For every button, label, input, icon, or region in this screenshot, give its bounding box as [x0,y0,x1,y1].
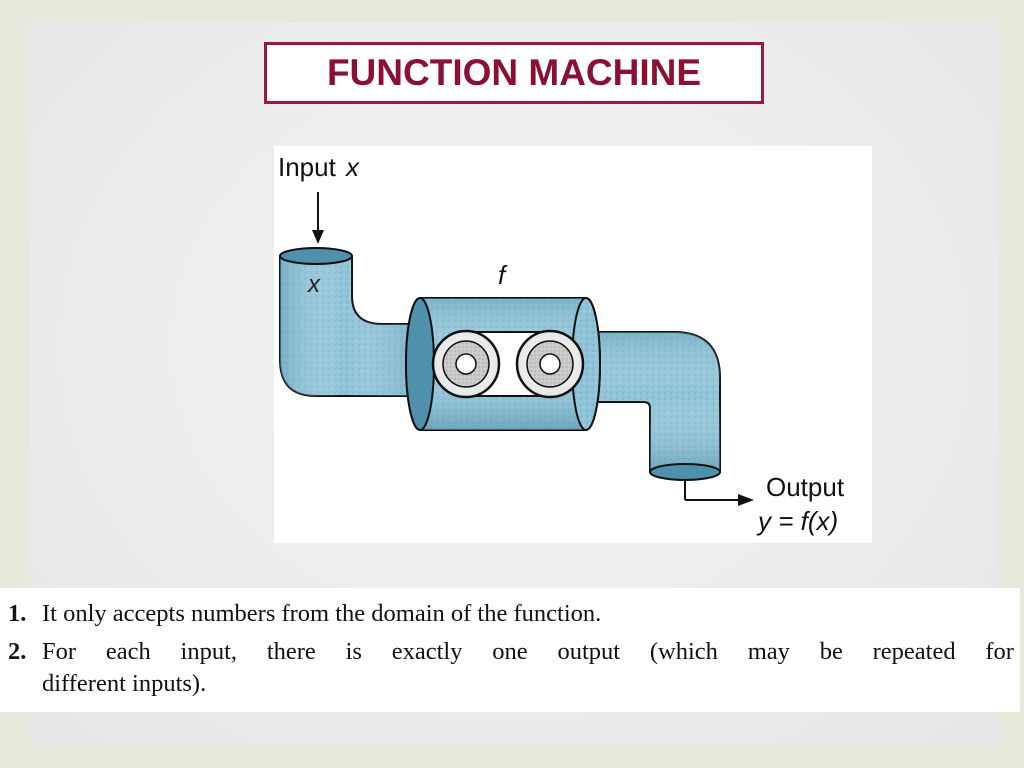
slide-title: FUNCTION MACHINE [326,52,702,93]
note-text: It only accepts numbers from the domain … [42,600,602,627]
note-word: repeated [872,638,956,665]
function-label: f [498,260,508,290]
output-formula: y = f(x) [756,506,838,536]
function-machine-diagram: Input x x [274,146,872,543]
function-machine-svg: Input x x [278,152,845,536]
right-wheel-icon [515,329,585,399]
note-word: exactly [391,638,463,665]
note-word: output [557,638,621,665]
note-word: one [492,638,528,665]
note-word: For [42,638,77,665]
note-word: there [266,638,316,665]
title-box: FUNCTION MACHINE [264,42,764,104]
note-word: for [985,638,1014,665]
output-arrow-icon [684,480,754,506]
outlet-pipe [573,331,721,481]
left-wheel-icon [431,329,501,399]
input-label: Input [278,152,337,182]
inlet-variable: x [307,271,321,298]
notes-panel: 1. It only accepts numbers from the doma… [0,588,1020,712]
note-number: 2. [8,638,27,665]
note-text-line: different inputs). [42,670,207,697]
note-word: may [747,638,790,665]
note-word: is [345,638,362,665]
input-variable: x [344,152,360,182]
note-text-line: For each input, there is exactly one output (whi… [42,636,1014,668]
note-word: each [105,638,151,665]
note-number: 1. [8,600,27,627]
note-word: be [819,638,843,665]
note-item: 1. It only accepts numbers from the doma… [0,598,1014,632]
note-text: For each input, there is exactly one output (whi… [42,636,1014,700]
note-word: input, [180,638,238,665]
inlet-pipe [279,247,425,397]
output-label: Output [766,472,845,502]
note-item: 2. For each input, there is exactly one output (… [0,636,1014,706]
note-word: (which [649,638,718,665]
input-arrow-icon [312,192,324,244]
